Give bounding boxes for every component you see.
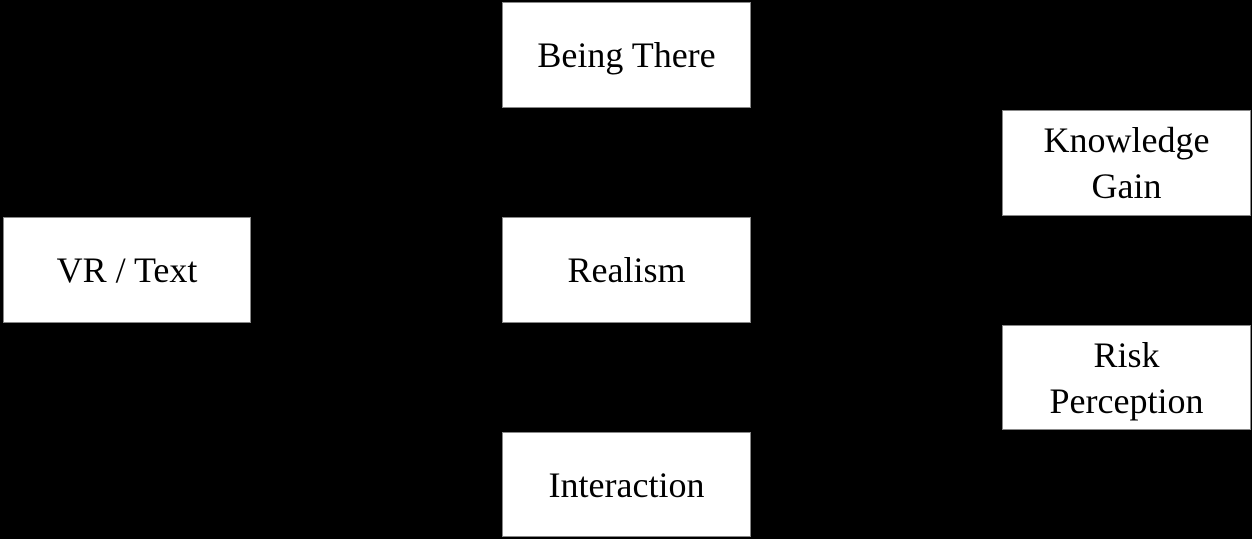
node-vr-text: VR / Text [3, 217, 251, 323]
node-label: Interaction [548, 464, 705, 505]
node-realism: Realism [502, 217, 751, 323]
node-label: Realism [567, 250, 686, 290]
node-label: Knowledge Gain [1043, 120, 1210, 206]
node-label: Being There [537, 35, 716, 75]
node-being-there: Being There [502, 2, 751, 108]
node-risk-perception: Risk Perception [1002, 325, 1251, 430]
node-knowledge-gain: Knowledge Gain [1002, 110, 1251, 216]
node-interaction: Interaction [502, 432, 751, 537]
node-label: Risk Perception [1049, 334, 1204, 421]
node-label: VR / Text [56, 250, 198, 290]
